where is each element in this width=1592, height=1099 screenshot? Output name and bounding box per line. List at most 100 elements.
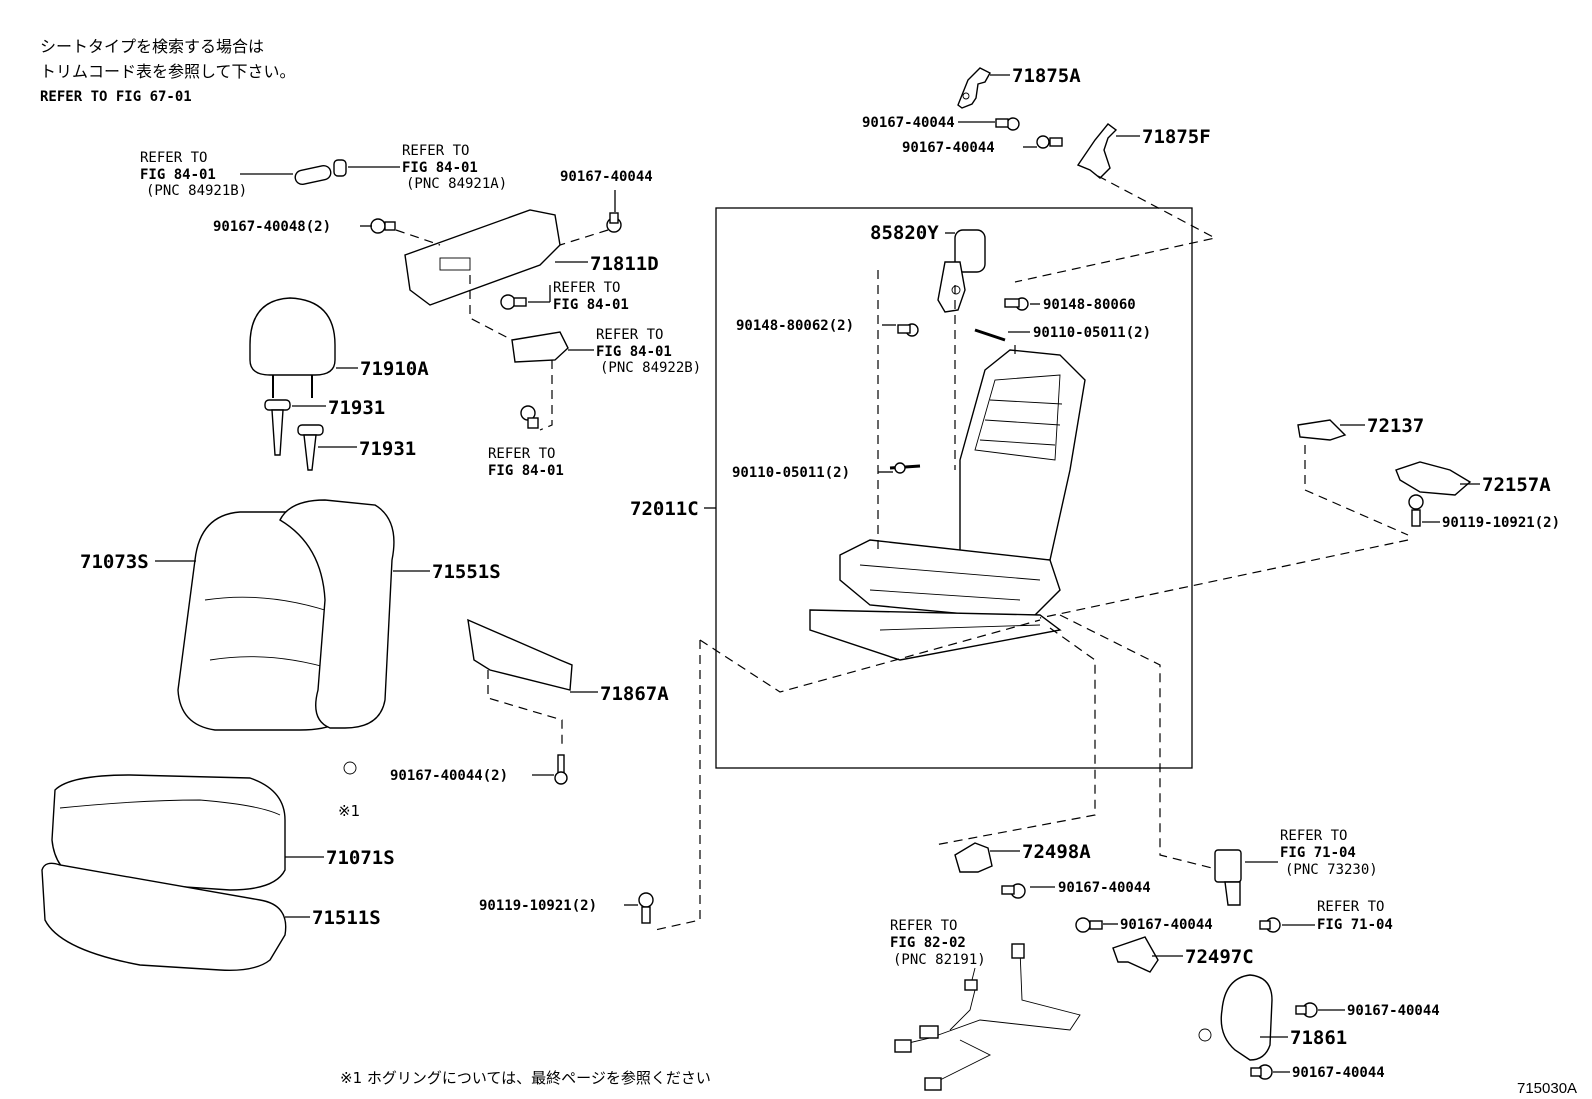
bolt-icon [554,754,568,785]
ref-84922b-line-1: REFER TO [596,327,663,343]
bolt-icon [520,405,539,429]
header-note-line-3: REFER TO FIG 67-01 [40,89,192,105]
part-label-71931-a: 71931 [328,397,385,419]
header-note-line-1: シートタイプを検索する場合は [40,37,264,56]
guide-71931-a-drawing [264,399,291,456]
part-label-72498a: 72498A [1022,841,1091,863]
switch-84922b-drawing [511,331,569,363]
part-label-71875f: 71875F [1142,126,1211,148]
ref-84921a-line-1: REFER TO [402,143,469,159]
bolt-label-90148-80060: 90148-80060 [1043,297,1136,313]
bolt-icon [370,218,396,234]
part-label-71867a: 71867A [600,683,669,705]
ref-buckle-bolt-line-1: REFER TO [1317,899,1384,915]
bolt-icon [897,323,919,337]
cover-71861-drawing [1198,974,1273,1061]
bracket-72137-drawing [1297,419,1347,441]
bolt-icon [638,892,654,924]
ref-harness-line-2: FIG 82-02 [890,935,966,951]
frame-assembly-box [715,207,1193,769]
part-label-71511s: 71511S [312,907,381,929]
part-label-72157a: 72157A [1482,474,1551,496]
ref-knob-line-2: FIG 84-01 [553,297,629,313]
bolt-label-90167-40044-b: 90167-40044 [902,140,995,156]
header-note-line-2: トリムコード表を参照して下さい。 [40,62,296,81]
ref-84922b-line-2: FIG 84-01 [596,344,672,360]
bolt-icon [500,294,527,310]
ref-knob-line-1: REFER TO [553,280,620,296]
bolt-label-90167-40048: 90167-40048(2) [213,219,331,235]
ref-bolt-line-2: FIG 84-01 [488,463,564,479]
ref-84921a-line-2: FIG 84-01 [402,160,478,176]
part-label-71073s: 71073S [80,551,149,573]
wire-harness-drawing [894,943,1081,1091]
ref-bolt-line-1: REFER TO [488,446,555,462]
bolt-icon [1075,917,1103,933]
ref-harness-line-3: (PNC 82191) [893,952,986,968]
bolt-icon [1001,883,1026,899]
ref-84921a-line-3: (PNC 84921A) [406,176,507,192]
bolt-label-90167-40044-c: 90167-40044 [560,169,653,185]
seat-cushion-pad-71511s-drawing [41,862,287,971]
bolt-label-90167-40044-g: 90167-40044 [1347,1003,1440,1019]
knob-84921b-drawing [294,165,332,185]
bolt-label-90167-40044-a: 90167-40044 [862,115,955,131]
guide-71931-b-drawing [297,424,324,471]
bolt-icon [1250,1064,1273,1080]
bracket-71875a-drawing [957,67,991,109]
ref-84922b-line-3: (PNC 84922B) [600,360,701,376]
part-label-71910a: 71910A [360,358,429,380]
seatback-pad-71551s-drawing [279,499,395,729]
ref-84921b-line-1: REFER TO [140,150,207,166]
motor-85820y-drawing [937,229,986,313]
part-label-71875a: 71875A [1012,65,1081,87]
hog-ring-icon [343,761,357,775]
bolt-icon [1036,135,1063,149]
bolt-label-90119-10921-right: 90119-10921(2) [1442,515,1560,531]
ref-84921b-line-2: FIG 84-01 [140,167,216,183]
footnote: ※1 ホグリングについては、最終ページを参照ください [340,1069,711,1087]
part-label-72137: 72137 [1367,415,1424,437]
seatbelt-buckle-drawing [1214,849,1242,906]
bolt-label-90110-05011-top: 90110-05011(2) [1033,325,1151,341]
bolt-icon [1259,917,1281,933]
ref-buckle-line-3: (PNC 73230) [1285,862,1378,878]
bolt-icon [1004,297,1029,311]
bolt-icon [1408,494,1424,527]
knob-84921a-drawing [333,159,347,177]
part-label-85820y: 85820Y [870,222,939,244]
bolt-label-90148-80062: 90148-80062(2) [736,318,854,334]
cover-72157a-drawing [1395,461,1472,496]
bracket-72498a-drawing [954,842,993,873]
bolt-icon [1295,1002,1318,1018]
bolt-label-90167-40044-f: 90167-40044 [1120,917,1213,933]
diagram-code: 715030A [1517,1080,1577,1097]
ref-buckle-bolt-line-2: FIG 71-04 [1317,917,1393,933]
bolt-icon [606,212,622,233]
bolt-icon [995,117,1020,131]
headrest-71910a-drawing [249,297,336,398]
part-label-72497c: 72497C [1185,946,1254,968]
hog-ring-mark: ※1 [338,802,360,820]
ref-84921b-line-3: (PNC 84921B) [146,183,247,199]
bracket-71875f-drawing [1076,123,1118,179]
part-label-71071s: 71071S [326,847,395,869]
ref-buckle-line-2: FIG 71-04 [1280,845,1356,861]
part-label-72011c: 72011C [630,498,699,520]
bolt-label-90119-10921-left: 90119-10921(2) [479,898,597,914]
cover-71811d-drawing [404,209,561,306]
trim-71867a-drawing [467,618,573,691]
ref-buckle-line-1: REFER TO [1280,828,1347,844]
bolt-label-90167-40044-e: 90167-40044 [1058,880,1151,896]
part-label-71861: 71861 [1290,1027,1347,1049]
bolt-label-90167-40044-h: 90167-40044 [1292,1065,1385,1081]
part-label-71811d: 71811D [590,253,659,275]
bolt-label-90167-40044-d: 90167-40044(2) [390,768,508,784]
part-label-71551s: 71551S [432,561,501,583]
bolt-label-90110-05011-lower: 90110-05011(2) [732,465,850,481]
seat-frame-72011c-drawing [809,349,1086,661]
ref-harness-line-1: REFER TO [890,918,957,934]
bracket-72497c-drawing [1112,936,1159,973]
part-label-71931-b: 71931 [359,438,416,460]
